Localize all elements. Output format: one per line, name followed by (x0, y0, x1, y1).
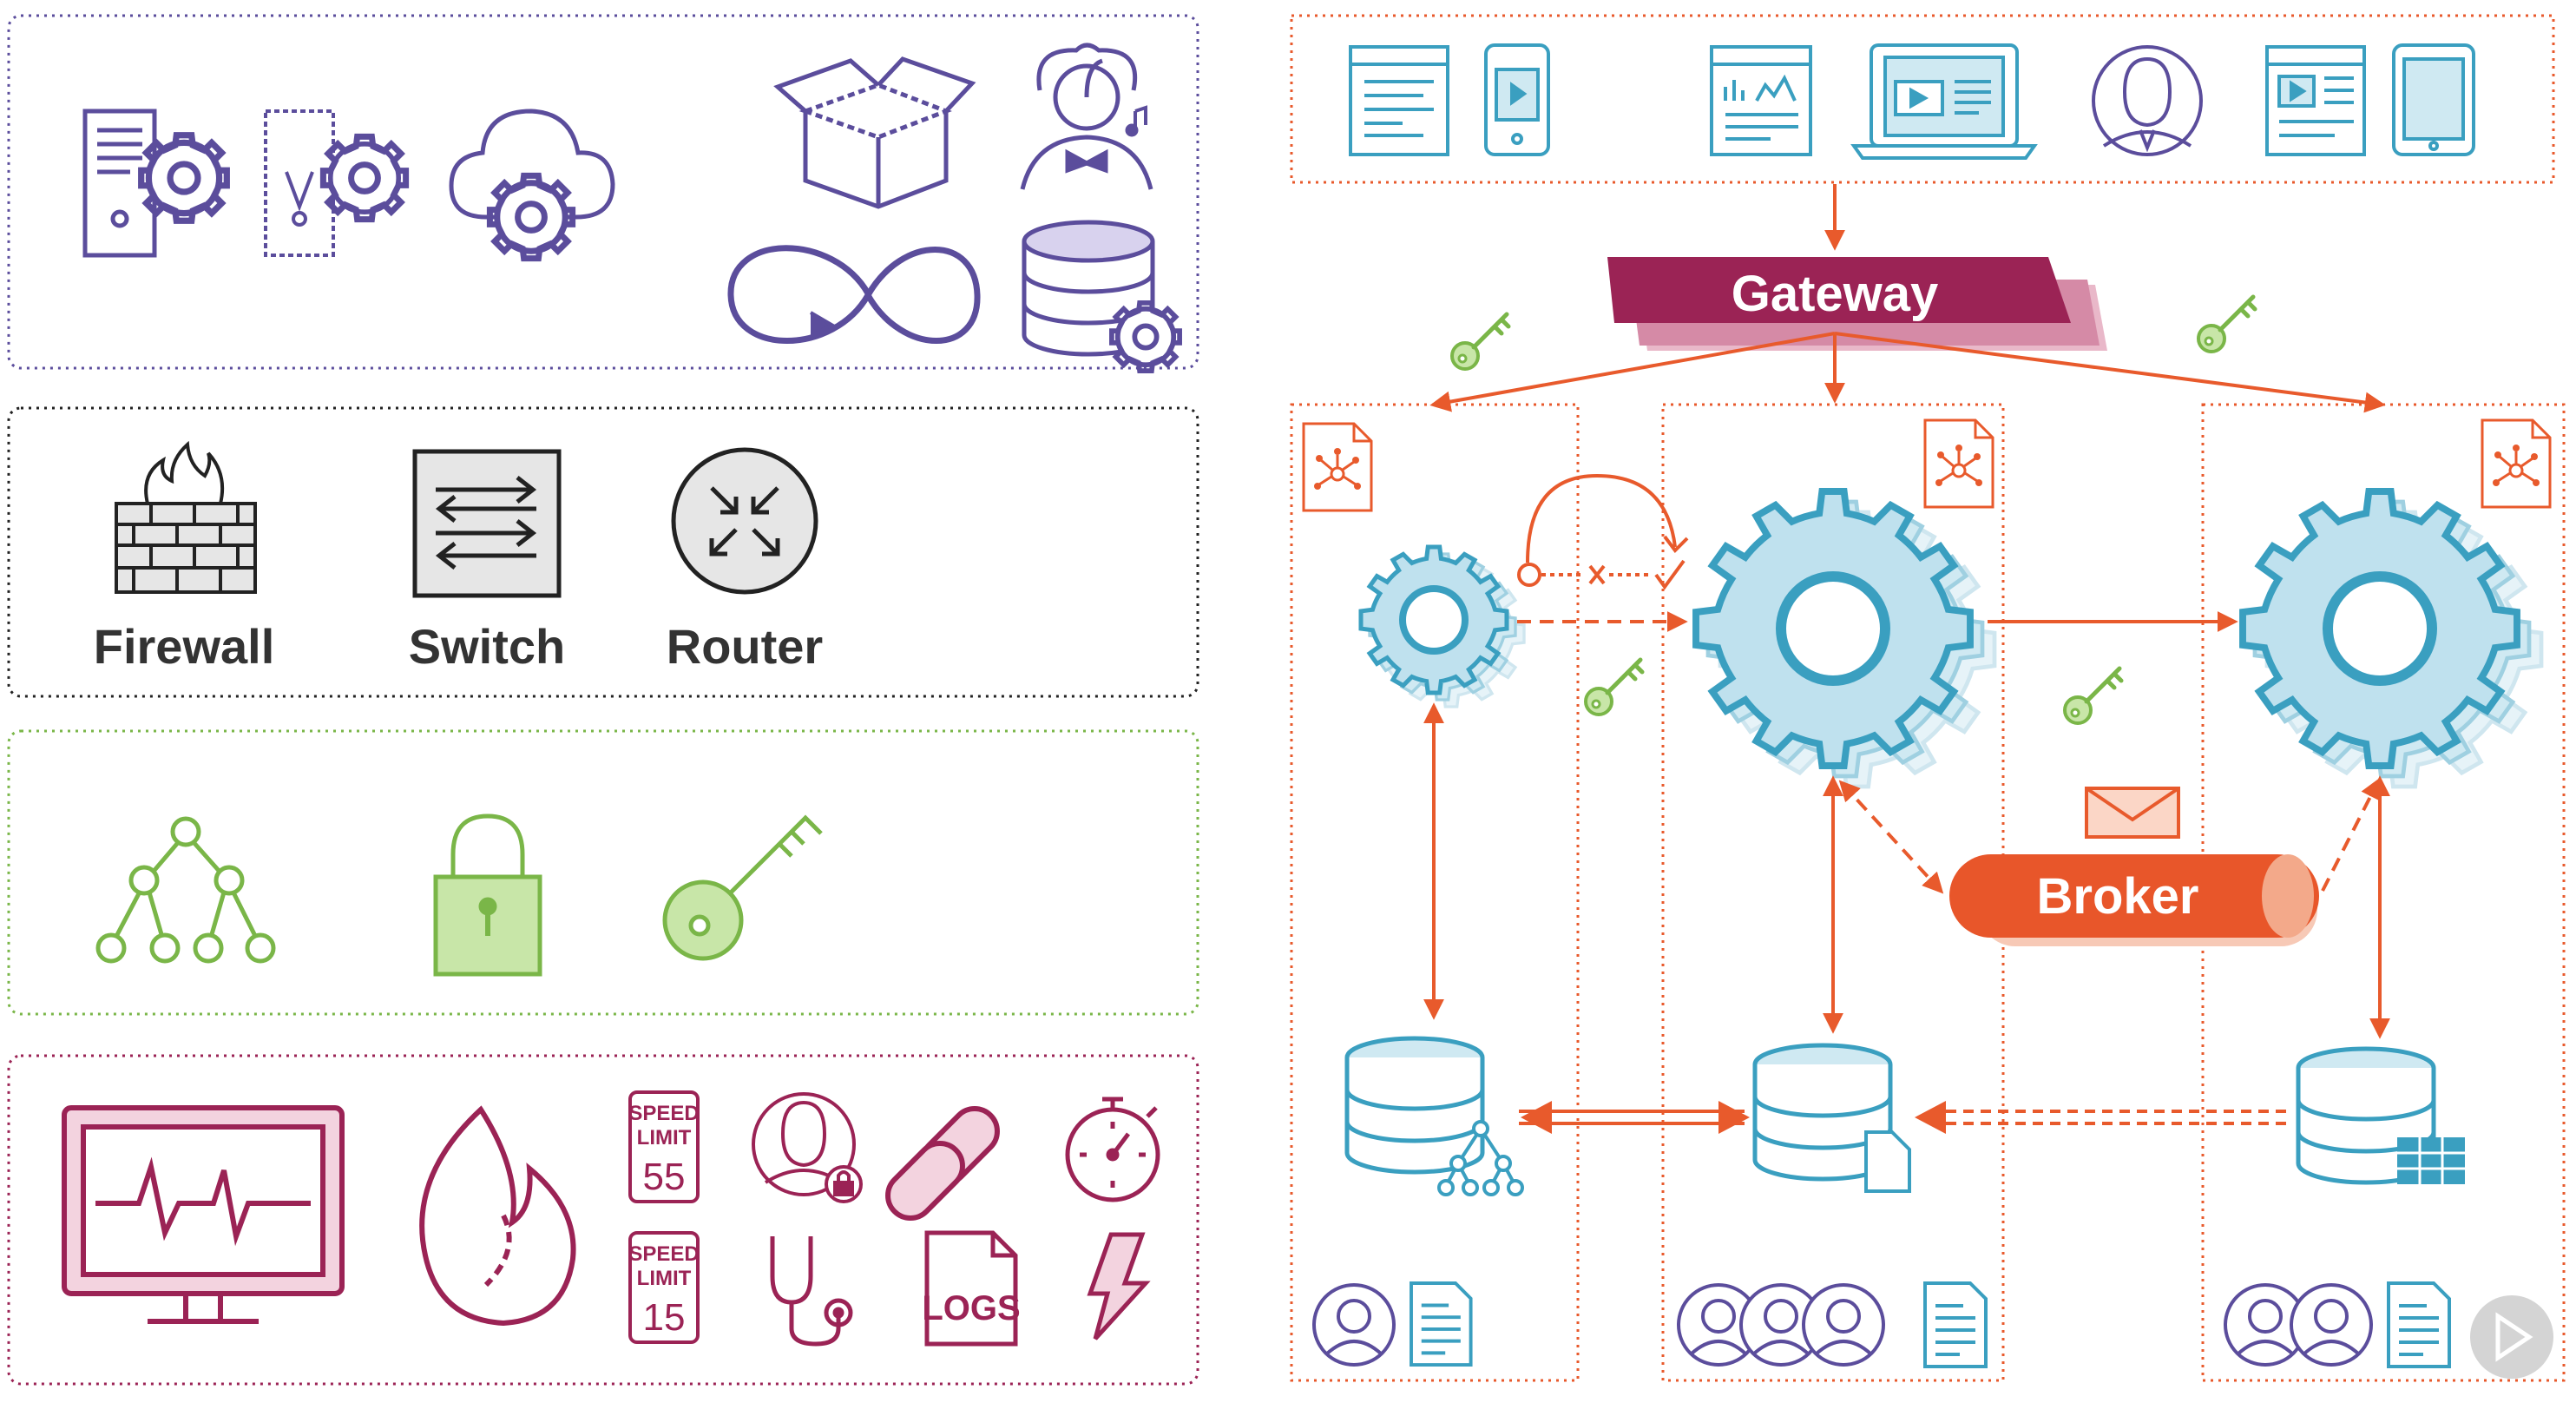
logs-document-icon: LOGS (922, 1230, 1021, 1347)
database-document-icon (1755, 1045, 1911, 1193)
switch-icon (412, 449, 562, 598)
speed-limit-55-limit: LIMIT (637, 1126, 692, 1149)
orchestrator-icon (1020, 43, 1153, 190)
service-gear-large-icon (1696, 491, 1994, 787)
stethoscope-icon (770, 1236, 853, 1347)
router-icon (671, 447, 818, 595)
speed-limit-55-value: 55 (643, 1156, 686, 1198)
team-three-people-icon (1677, 1281, 1988, 1368)
speed-limit-55-speed: SPEED (628, 1102, 699, 1125)
infinity-devops-icon (727, 245, 981, 344)
package-box-icon (773, 56, 976, 209)
speed-limit-15-value: 15 (643, 1296, 686, 1339)
network-doc-right-icon (2481, 418, 2552, 509)
service-column-left (1290, 403, 1580, 1382)
padlock-icon (433, 813, 542, 977)
network-panel (7, 406, 1199, 698)
switch-label: Switch (409, 619, 565, 674)
service-key-middle-icon (1586, 660, 1642, 715)
gateway-key-left-icon (1452, 314, 1508, 369)
dashboard-page-icon (1710, 45, 1812, 156)
network-doc-middle-icon (1923, 418, 1994, 509)
server-gear-icon (82, 109, 227, 258)
speed-limit-15-speed: SPEED (628, 1242, 699, 1266)
heartbeat-monitor-icon (62, 1105, 345, 1324)
service-key-right-icon (2065, 669, 2121, 723)
hierarchy-tree-icon (95, 816, 276, 964)
database-tree-icon (1347, 1038, 1524, 1196)
team-one-person-icon (1312, 1281, 1473, 1367)
web-page-icon (1349, 45, 1449, 156)
lightning-icon (1087, 1232, 1151, 1340)
gateway-banner: Gateway (1607, 257, 2107, 351)
firewall-icon (115, 440, 257, 594)
play-button[interactable] (2470, 1295, 2553, 1379)
virtual-server-gear-icon (264, 109, 406, 257)
gateway-key-right-icon (2198, 297, 2255, 352)
security-panel (7, 729, 1199, 1016)
service-column-right (2201, 403, 2566, 1382)
service-gear-right-icon (2243, 491, 2541, 787)
user-avatar-icon (2092, 45, 2203, 156)
logs-label: LOGS (922, 1289, 1020, 1327)
cloud-gear-icon (449, 109, 615, 259)
mobile-video-icon (1484, 43, 1550, 156)
speed-limit-15-limit: LIMIT (637, 1267, 692, 1290)
video-page-icon (2265, 45, 2366, 156)
clients-box (1290, 14, 2555, 184)
tablet-icon (2392, 43, 2475, 156)
service-gear-small-icon (1361, 547, 1526, 708)
retry-loop-icon (1517, 473, 1689, 590)
stopwatch-icon (1065, 1097, 1160, 1202)
broker-cylinder: Broker (1949, 854, 2319, 946)
database-gear-icon (1022, 220, 1180, 371)
firewall-label: Firewall (94, 619, 275, 674)
user-lock-icon (752, 1092, 863, 1203)
database-table-icon (2298, 1049, 2465, 1184)
gateway-label: Gateway (1732, 266, 1939, 322)
broker-label: Broker (2037, 868, 2199, 925)
flame-icon (419, 1105, 576, 1327)
message-envelope-icon (2085, 787, 2180, 839)
key-icon (662, 814, 823, 961)
network-doc-left-icon (1302, 422, 1373, 512)
speed-limit-55-icon: SPEED LIMIT 55 (628, 1090, 700, 1203)
router-label: Router (667, 619, 823, 674)
team-two-people-icon (2224, 1281, 2451, 1368)
chain-link-icon (885, 1106, 1000, 1221)
speed-limit-15-icon: SPEED LIMIT 15 (628, 1231, 700, 1344)
laptop-video-icon (1850, 43, 2038, 160)
